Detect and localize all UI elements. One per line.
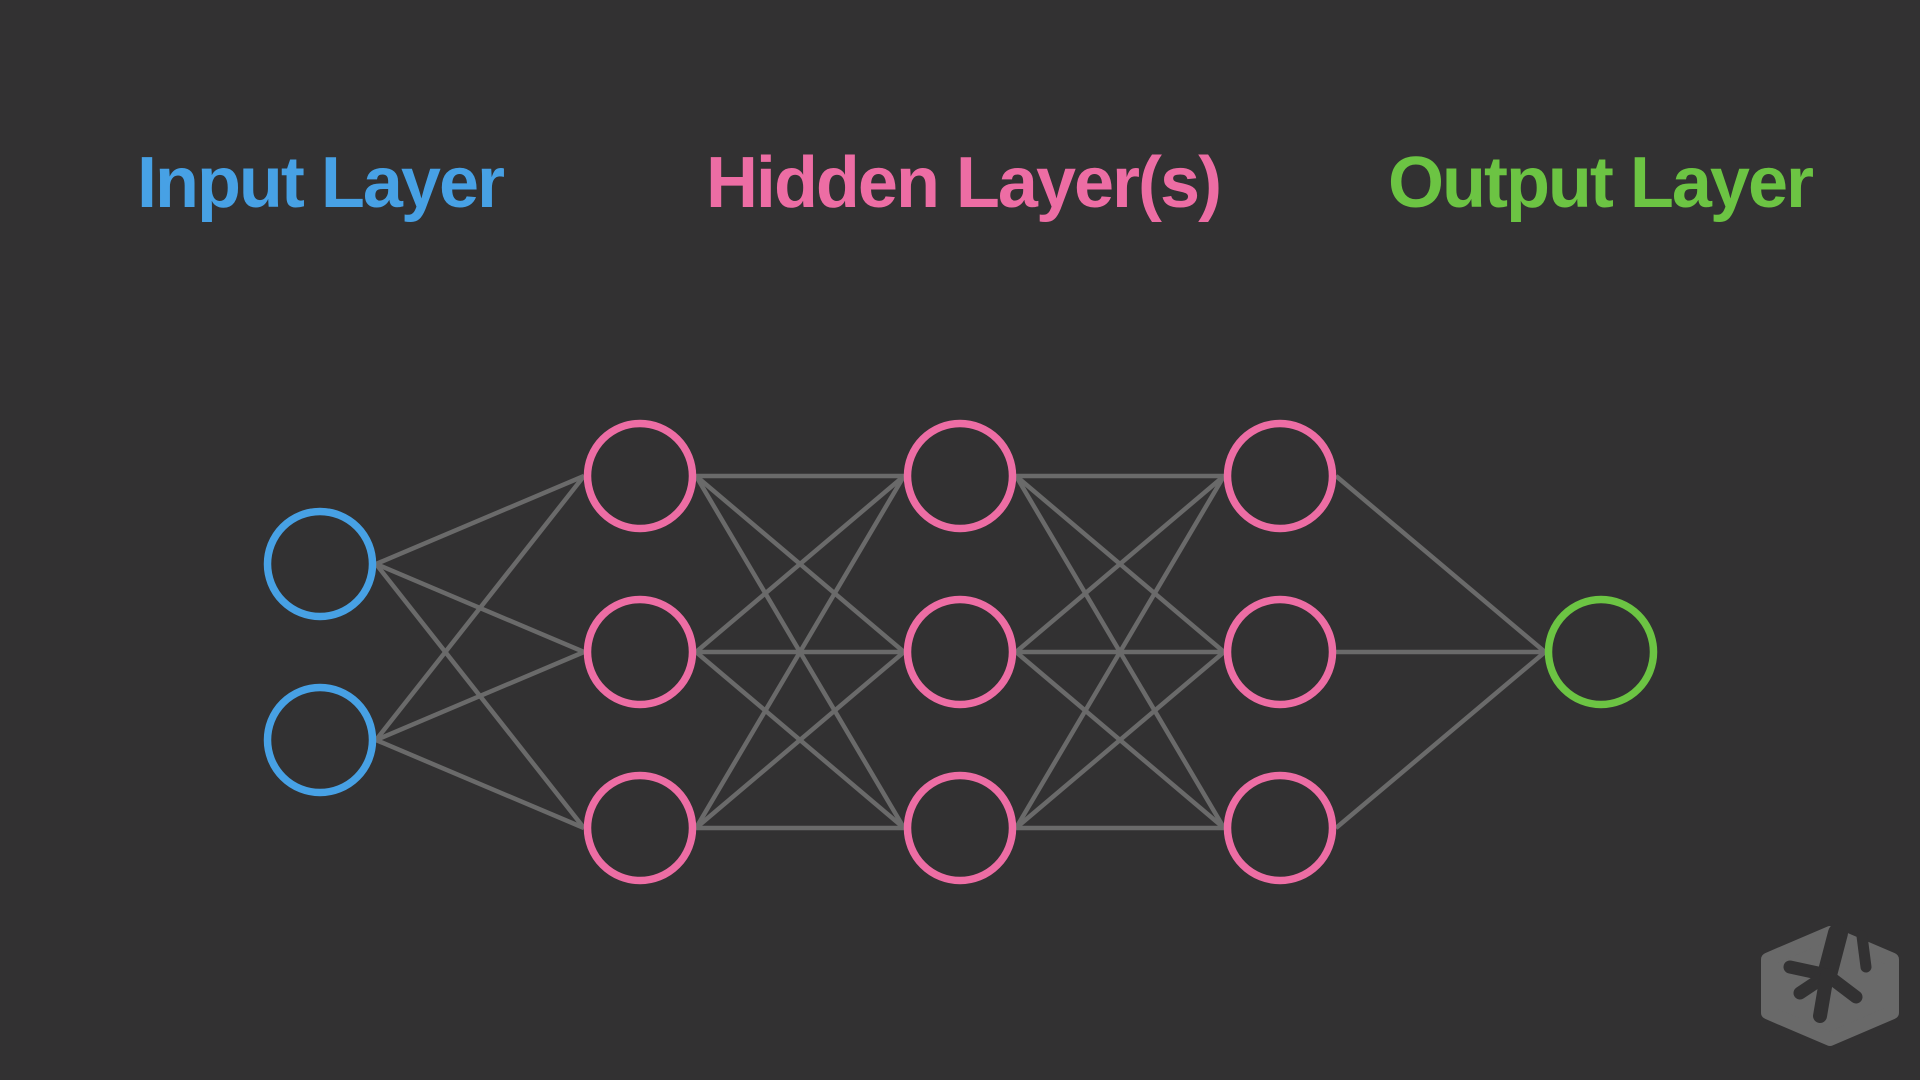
nodes [263,419,1658,885]
logo-branch-cutout [1783,923,1872,1023]
hidden-1-node-3 [583,771,697,885]
edge-input-0-to-hidden-1-0 [375,473,585,567]
edge-hidden-1-2-to-hidden-2-0 [694,474,906,830]
edge-hidden-2-2-to-hidden-3-1 [1014,650,1226,830]
edge-hidden-1-2-to-hidden-2-1 [694,650,906,830]
hidden-3-node-1 [1223,419,1337,533]
output-node-1 [1544,595,1658,709]
hidden-1-node-2 [583,595,697,709]
input-node-1 [263,507,377,621]
edge-hidden-2-2-to-hidden-3-0 [1014,474,1226,830]
output-layer-label: Output Layer [1387,143,1814,223]
edge-hidden-3-2-to-output-0 [1334,650,1547,830]
hidden-3-node-3 [1223,771,1337,885]
edge-input-1-to-hidden-1-2 [375,737,585,831]
input-layer-label: Input Layer [136,143,505,223]
edges [374,473,1547,831]
hidden-layer-label: Hidden Layer(s) [705,143,1222,223]
edge-input-1-to-hidden-1-0 [374,474,586,742]
edge-hidden-2-1-to-hidden-3-0 [1014,474,1226,654]
hidden-2-node-3 [903,771,1017,885]
edge-hidden-3-0-to-output-0 [1334,474,1547,654]
hidden-2-node-1 [903,419,1017,533]
hidden-3-node-2 [1223,595,1337,709]
hidden-1-node-1 [583,419,697,533]
edge-hidden-1-1-to-hidden-2-0 [694,474,906,654]
edge-input-1-to-hidden-1-1 [375,649,585,743]
input-node-2 [263,683,377,797]
hidden-2-node-2 [903,595,1017,709]
